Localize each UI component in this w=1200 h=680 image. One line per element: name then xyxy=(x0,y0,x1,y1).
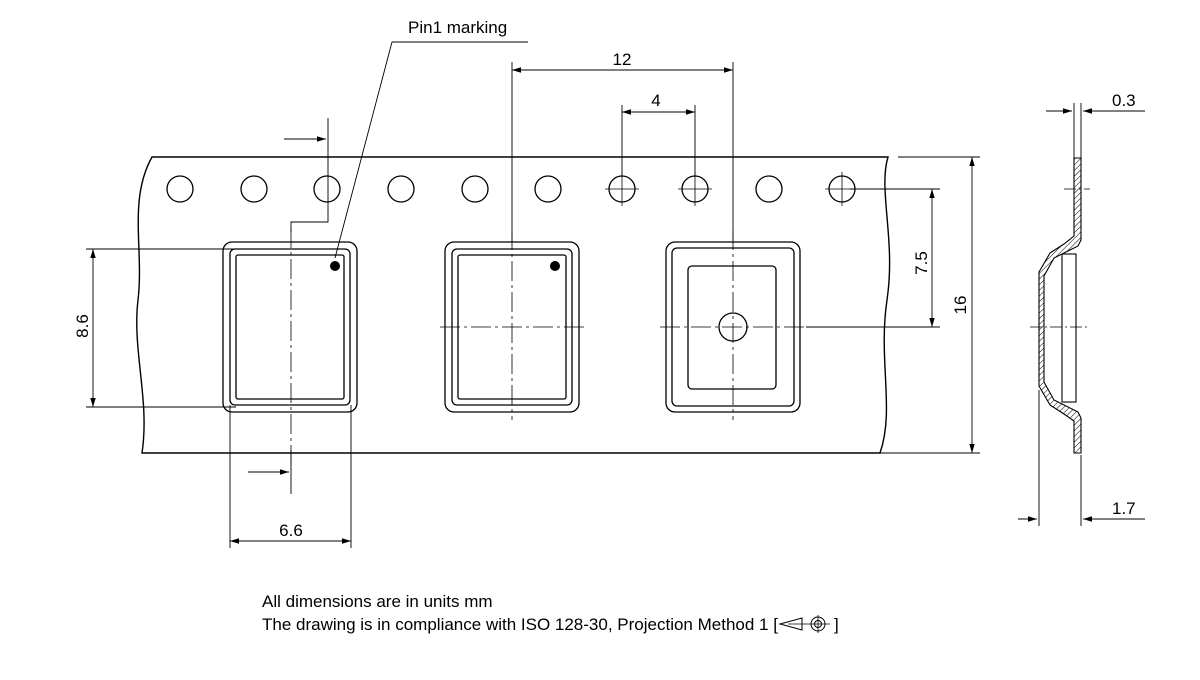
dim-pocket-width xyxy=(229,405,352,548)
dim-tape-width xyxy=(880,156,980,454)
compliance-note: The drawing is in compliance with ISO 12… xyxy=(262,613,839,636)
dim-label-tape-thickness: 0.3 xyxy=(1112,91,1136,110)
dim-hole-to-pocket xyxy=(806,188,940,328)
dim-pocket-pitch xyxy=(511,62,734,242)
sprocket-hole xyxy=(313,175,341,203)
pin1-leader xyxy=(248,41,528,494)
dim-label-pocket-pitch: 12 xyxy=(613,50,632,69)
dim-label-tape-width: 16 xyxy=(951,296,970,315)
dim-label-pocket-width: 6.6 xyxy=(279,521,303,540)
first-angle-projection-icon xyxy=(778,615,830,633)
pin1-dot xyxy=(550,261,560,271)
dim-sprocket-pitch xyxy=(621,105,696,176)
compliance-text-end: ] xyxy=(833,615,839,634)
dim-pocket-length xyxy=(86,248,236,408)
hole-center-marks xyxy=(605,172,859,206)
dim-label-pocket-depth: 1.7 xyxy=(1112,499,1136,518)
compliance-text: The drawing is in compliance with ISO 12… xyxy=(262,615,778,634)
sprocket-hole xyxy=(534,175,562,203)
pin1-dot xyxy=(330,261,340,271)
dim-label-pocket-length: 8.6 xyxy=(73,314,92,338)
sprocket-hole xyxy=(240,175,268,203)
sprocket-hole xyxy=(166,175,194,203)
pin1-label: Pin1 marking xyxy=(408,18,507,37)
dim-label-hole-to-pocket: 7.5 xyxy=(912,251,931,275)
sprocket-hole xyxy=(755,175,783,203)
dim-pocket-depth xyxy=(1018,390,1145,526)
units-note: All dimensions are in units mm xyxy=(262,592,493,611)
drawing-notes: All dimensions are in units mm The drawi… xyxy=(262,590,839,636)
dim-tape-thickness xyxy=(1046,103,1145,160)
side-section-view xyxy=(1030,157,1090,454)
center-lines xyxy=(290,228,806,470)
pocket-1 xyxy=(222,241,358,413)
sprocket-hole xyxy=(387,175,415,203)
dim-label-sprocket-pitch: 4 xyxy=(651,91,660,110)
sprocket-hole xyxy=(461,175,489,203)
